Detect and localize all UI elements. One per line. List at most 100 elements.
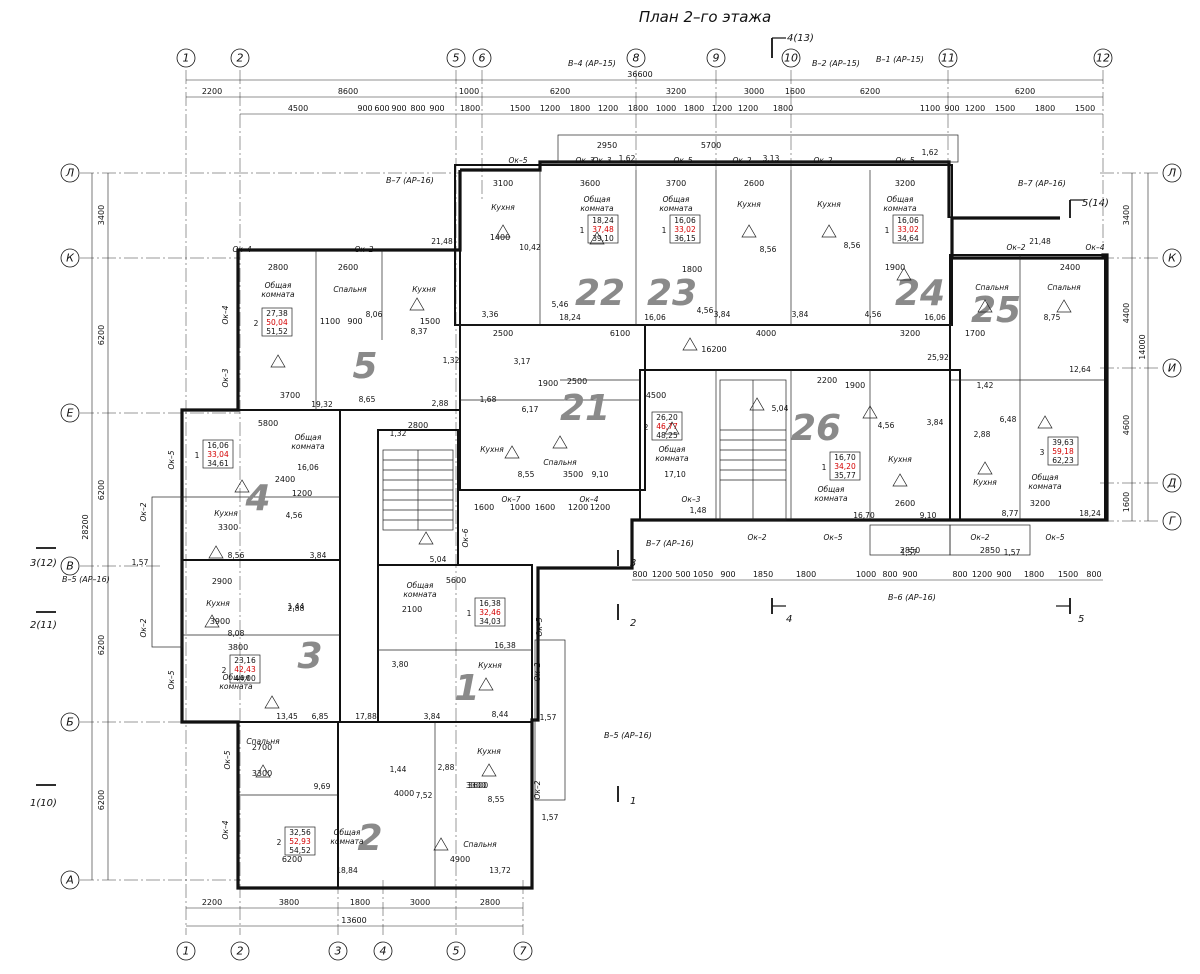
- svg-text:Кухня: Кухня: [973, 478, 997, 487]
- inner-dimensions: 3100 3600 3700 2600 3200 1400 2800 2600 …: [210, 141, 1080, 864]
- svg-text:8,37: 8,37: [411, 327, 428, 336]
- svg-text:1,44: 1,44: [288, 602, 305, 611]
- svg-text:Общая: Общая: [659, 445, 686, 454]
- svg-text:А: А: [65, 874, 74, 887]
- svg-text:3,84: 3,84: [310, 551, 327, 560]
- svg-text:18,24: 18,24: [1079, 509, 1101, 518]
- svg-text:46,77: 46,77: [656, 422, 678, 431]
- svg-text:В–7 (АР–16): В–7 (АР–16): [386, 176, 434, 185]
- svg-text:800: 800: [882, 570, 897, 579]
- svg-text:1800: 1800: [773, 104, 793, 113]
- svg-text:1400: 1400: [490, 233, 510, 242]
- svg-text:5600: 5600: [446, 576, 466, 585]
- svg-text:2800: 2800: [408, 421, 428, 430]
- svg-text:13,72: 13,72: [489, 866, 511, 875]
- stair-a: [382, 449, 454, 531]
- svg-text:1: 1: [183, 945, 190, 958]
- svg-text:1000: 1000: [510, 503, 530, 512]
- svg-text:Л: Л: [65, 167, 74, 180]
- svg-text:Кухня: Кухня: [480, 445, 504, 454]
- svg-text:4,56: 4,56: [697, 306, 714, 315]
- svg-text:2,88: 2,88: [974, 430, 991, 439]
- svg-text:3,80: 3,80: [392, 660, 409, 669]
- svg-text:Кухня: Кухня: [888, 455, 912, 464]
- svg-text:1800: 1800: [570, 104, 590, 113]
- svg-text:6: 6: [479, 52, 486, 65]
- svg-text:900: 900: [357, 104, 372, 113]
- svg-text:2200: 2200: [202, 87, 222, 96]
- svg-text:8,55: 8,55: [488, 795, 505, 804]
- svg-text:11: 11: [941, 52, 955, 65]
- svg-text:16,06: 16,06: [897, 216, 919, 225]
- svg-text:52,93: 52,93: [289, 837, 311, 846]
- axis-bottom-7: 7: [513, 941, 533, 961]
- svg-text:1,62: 1,62: [922, 148, 939, 157]
- svg-text:3200: 3200: [1030, 499, 1050, 508]
- svg-text:6200: 6200: [97, 790, 106, 810]
- svg-text:5,46: 5,46: [552, 300, 569, 309]
- svg-text:900: 900: [720, 570, 735, 579]
- svg-text:комната: комната: [1028, 482, 1062, 491]
- svg-text:Ок–4: Ок–4: [580, 495, 599, 504]
- plan-title: План 2–го этажа: [639, 8, 771, 26]
- svg-text:Спальня: Спальня: [246, 737, 280, 746]
- svg-text:2: 2: [237, 945, 244, 958]
- svg-text:И: И: [1168, 362, 1176, 375]
- svg-text:18,84: 18,84: [336, 866, 358, 875]
- svg-text:1200: 1200: [972, 570, 992, 579]
- svg-text:6200: 6200: [860, 87, 880, 96]
- svg-text:3: 3: [630, 558, 636, 569]
- svg-text:800: 800: [1086, 570, 1101, 579]
- svg-text:2,88: 2,88: [432, 399, 449, 408]
- svg-text:4900: 4900: [450, 855, 470, 864]
- svg-text:Ок–7: Ок–7: [502, 495, 521, 504]
- area-boxes: 1 18,24 37,48 39,10 1 16,06 33,02 36,15 …: [195, 214, 1079, 856]
- svg-text:4400: 4400: [1122, 303, 1131, 323]
- svg-text:1: 1: [183, 52, 190, 65]
- svg-text:800: 800: [410, 104, 425, 113]
- apt-number-26: 26: [791, 408, 841, 449]
- svg-text:10,42: 10,42: [519, 243, 541, 252]
- svg-text:1200: 1200: [568, 503, 588, 512]
- svg-text:Ок–4: Ок–4: [233, 245, 252, 254]
- svg-text:В–5 (АР–16): В–5 (АР–16): [62, 575, 110, 584]
- cut-markers: 4(13) 5(14) 3(12) 2(11) 1(10) 3 2 1 4 5: [30, 33, 1109, 809]
- svg-text:25,92: 25,92: [927, 353, 949, 362]
- svg-text:3,84: 3,84: [714, 310, 731, 319]
- svg-text:Ок–5: Ок–5: [824, 533, 843, 542]
- svg-text:6200: 6200: [97, 635, 106, 655]
- svg-text:800: 800: [952, 570, 967, 579]
- svg-text:1100: 1100: [320, 317, 340, 326]
- svg-text:6200: 6200: [97, 480, 106, 500]
- svg-text:8,75: 8,75: [1044, 313, 1061, 322]
- svg-text:1800: 1800: [350, 898, 370, 907]
- svg-text:2800: 2800: [480, 898, 500, 907]
- area-box-23: 1 16,06 33,02 36,15: [662, 214, 701, 244]
- svg-text:1(10): 1(10): [30, 798, 57, 809]
- svg-text:900: 900: [347, 317, 362, 326]
- svg-text:16,70: 16,70: [834, 453, 856, 462]
- svg-text:6200: 6200: [550, 87, 570, 96]
- svg-text:16200: 16200: [701, 345, 726, 354]
- svg-text:34,20: 34,20: [834, 462, 856, 471]
- axis-left-K: К: [60, 248, 80, 268]
- axis-right-I: И: [1162, 358, 1182, 378]
- svg-text:2: 2: [644, 423, 649, 432]
- svg-text:Общая: Общая: [887, 195, 914, 204]
- svg-text:Ок–3: Ок–3: [221, 368, 230, 387]
- svg-text:6200: 6200: [282, 855, 302, 864]
- svg-text:500: 500: [675, 570, 690, 579]
- svg-text:В: В: [66, 560, 74, 573]
- svg-text:5,04: 5,04: [772, 404, 789, 413]
- axis-top-2: 2: [230, 48, 250, 68]
- svg-text:2600: 2600: [744, 179, 764, 188]
- svg-text:4500: 4500: [288, 104, 308, 113]
- svg-text:9,69: 9,69: [314, 782, 331, 791]
- svg-text:1000: 1000: [856, 570, 876, 579]
- svg-text:Кухня: Кухня: [817, 200, 841, 209]
- svg-text:1: 1: [580, 226, 585, 235]
- svg-text:Ок–6: Ок–6: [461, 528, 470, 547]
- svg-text:5,04: 5,04: [430, 555, 447, 564]
- svg-text:3700: 3700: [280, 391, 300, 400]
- area-box-3: 2 23,16 42,43 44,00: [222, 654, 261, 684]
